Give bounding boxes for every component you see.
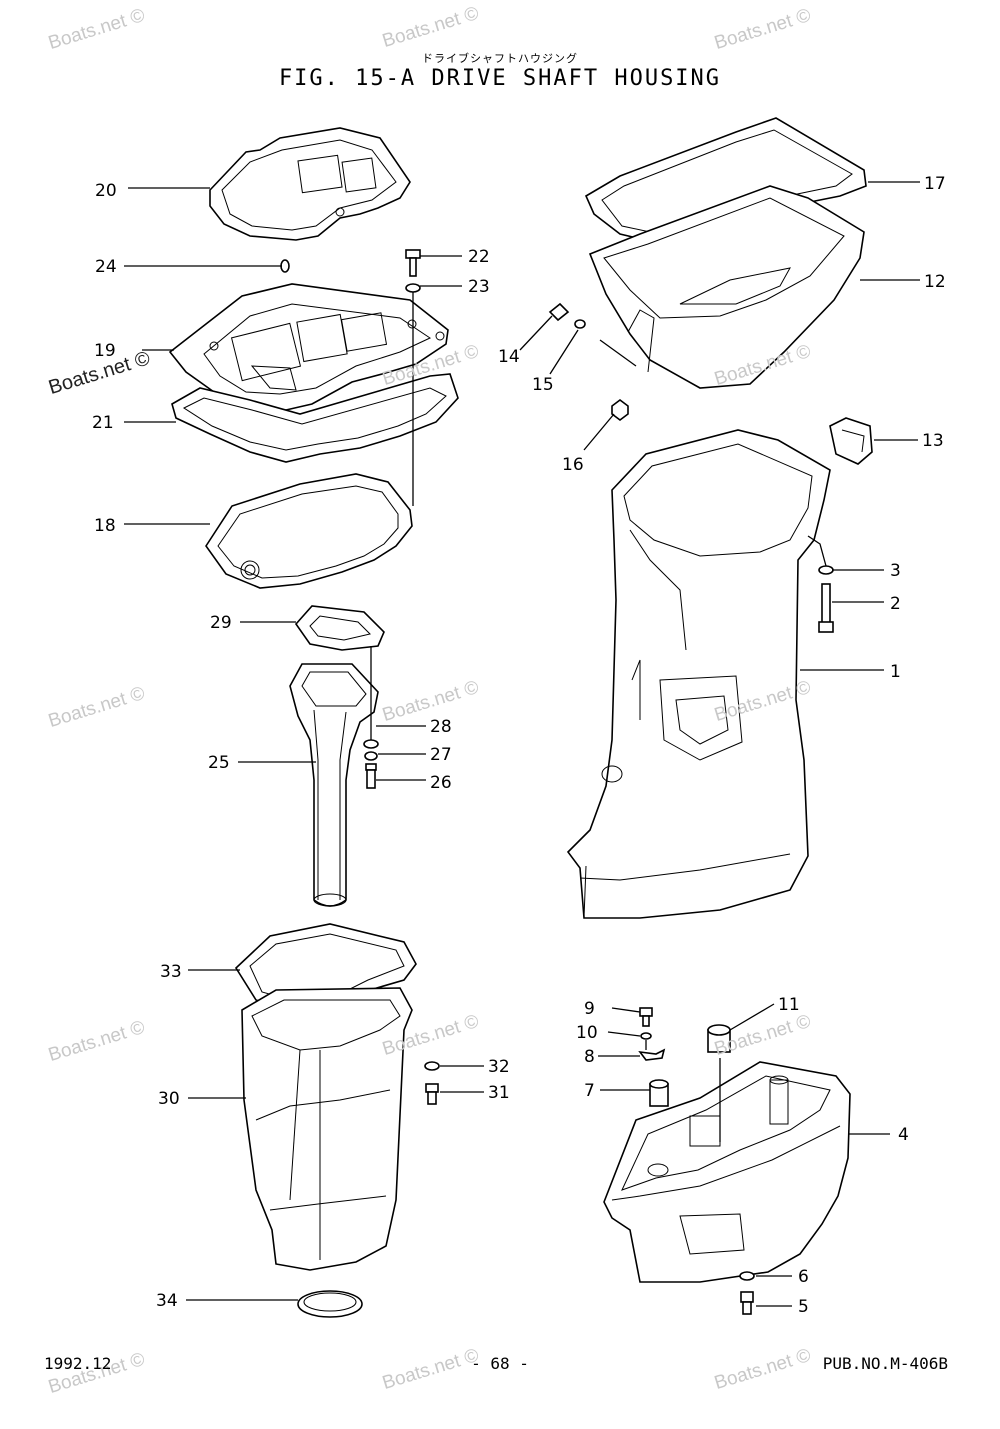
part-1-drive-shaft-housing — [566, 429, 831, 919]
part-28-washer — [363, 739, 379, 749]
callout-21: 21 — [92, 413, 114, 433]
part-25-exhaust-tube — [289, 663, 379, 907]
figure-subtitle-japanese: ドライブシャフトハウジング — [422, 52, 578, 65]
footer-publication-number: PUB.NO.M-406B — [822, 1354, 948, 1373]
part-11-plug — [707, 1024, 731, 1053]
callout-20: 20 — [95, 181, 117, 201]
part-6-washer — [739, 1271, 755, 1281]
callout-22: 22 — [468, 247, 490, 267]
callout-11: 11 — [778, 995, 800, 1015]
callout-24: 24 — [95, 257, 117, 277]
part-5-bolt — [740, 1291, 754, 1315]
part-18-gasket — [205, 473, 413, 589]
part-12-apron — [588, 185, 865, 389]
part-14-bolt — [548, 302, 570, 322]
part-31-bolt — [425, 1083, 439, 1105]
footer-page-number: - 68 - — [471, 1354, 529, 1373]
callout-30: 30 — [158, 1089, 180, 1109]
part-27-washer — [364, 751, 378, 761]
callout-27: 27 — [430, 745, 452, 765]
callout-18: 18 — [94, 516, 116, 536]
part-2-bolt — [818, 583, 834, 633]
callout-labels: 20 24 19 21 18 29 25 33 30 34 22 23 28 2… — [92, 174, 946, 1317]
part-24-pin — [280, 259, 290, 273]
callout-12: 12 — [924, 272, 946, 292]
callout-9: 9 — [584, 999, 595, 1019]
callout-31: 31 — [488, 1083, 510, 1103]
figure-title: FIG. 15-A DRIVE SHAFT HOUSING — [278, 66, 722, 91]
part-20-gasket — [209, 127, 411, 241]
callout-33: 33 — [160, 962, 182, 982]
part-32-washer — [424, 1061, 440, 1071]
callout-14: 14 — [498, 347, 520, 367]
callout-15: 15 — [532, 375, 554, 395]
part-19-engine-base — [168, 283, 449, 411]
part-3-washer — [818, 565, 834, 575]
callout-7: 7 — [584, 1081, 595, 1101]
footer-date: 1992.12 — [44, 1354, 112, 1373]
callout-6: 6 — [798, 1267, 809, 1287]
callout-19: 19 — [94, 341, 116, 361]
part-23-washer — [405, 283, 421, 293]
part-13-cover — [829, 417, 873, 465]
part-4-lower-case — [603, 1061, 851, 1283]
part-15-washer — [574, 319, 586, 329]
callout-10: 10 — [576, 1023, 598, 1043]
part-30-inner-housing — [241, 987, 413, 1271]
part-16-nut — [611, 399, 629, 421]
callout-26: 26 — [430, 773, 452, 793]
part-8-clip — [638, 1048, 666, 1061]
callout-4: 4 — [898, 1125, 909, 1145]
callout-5: 5 — [798, 1297, 809, 1317]
callout-28: 28 — [430, 717, 452, 737]
part-29-gasket — [294, 605, 385, 651]
callout-32: 32 — [488, 1057, 510, 1077]
callout-1: 1 — [890, 662, 901, 682]
callout-17: 17 — [924, 174, 946, 194]
part-10-washer — [640, 1032, 652, 1040]
part-9-screw — [639, 1007, 653, 1027]
part-22-bolt — [405, 249, 421, 277]
callout-25: 25 — [208, 753, 230, 773]
callout-29: 29 — [210, 613, 232, 633]
callout-23: 23 — [468, 277, 490, 297]
callout-2: 2 — [890, 594, 901, 614]
part-21-gasket — [171, 373, 459, 463]
callout-3: 3 — [890, 561, 901, 581]
part-26-bolt — [365, 763, 377, 789]
part-34-ring — [297, 1290, 363, 1318]
callout-16: 16 — [562, 455, 584, 475]
callout-13: 13 — [922, 431, 944, 451]
callout-34: 34 — [156, 1291, 178, 1311]
callout-8: 8 — [584, 1047, 595, 1067]
part-7-grommet — [649, 1079, 669, 1107]
leader-lines — [124, 181, 920, 1307]
